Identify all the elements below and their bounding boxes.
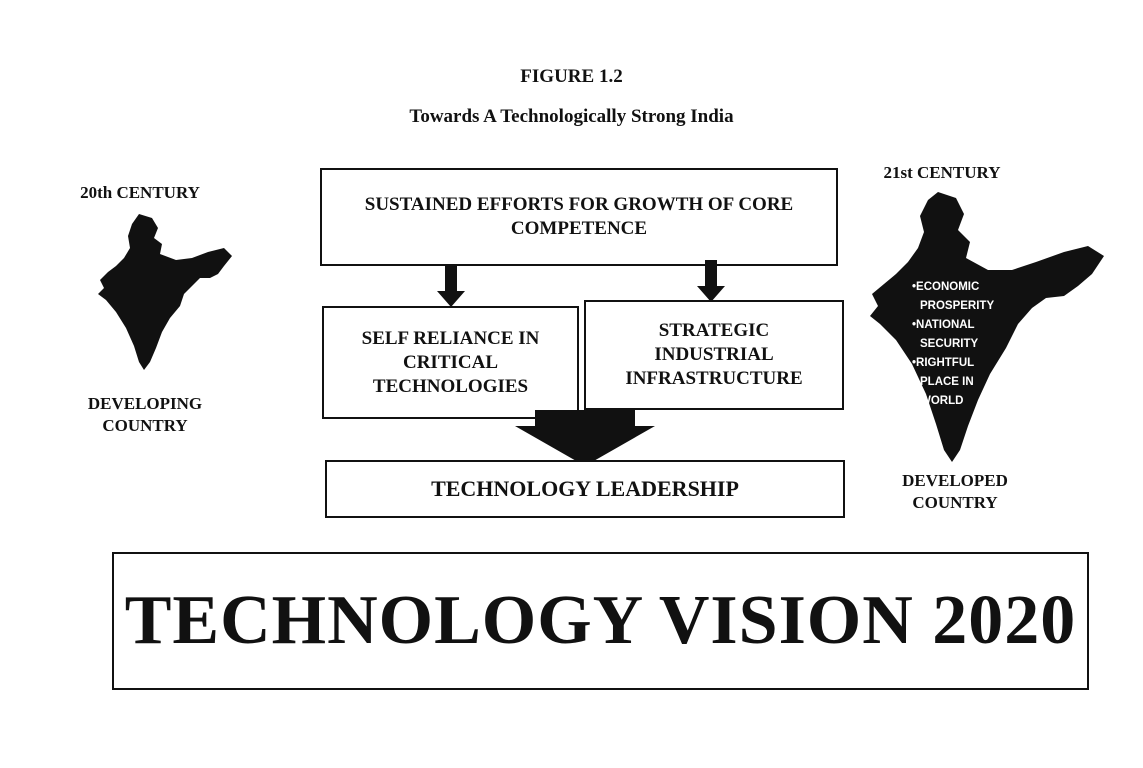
right-status-line2: COUNTRY — [912, 493, 998, 512]
right-bullet-list: •ECONOMIC PROSPERITY •NATIONAL SECURITY … — [912, 278, 994, 411]
core-competence-line1: SUSTAINED EFFORTS FOR GROWTH OF CORE — [364, 194, 794, 215]
self-reliance-line1: SELF RELIANCE IN — [361, 327, 540, 349]
right-era-label: 21st CENTURY — [883, 163, 1001, 182]
core-competence-line2: COMPETENCE — [510, 218, 648, 239]
right-status-line1: DEVELOPED — [902, 471, 1008, 490]
figure-label: FIGURE 1.2 — [520, 66, 623, 87]
technology-leadership-label: TECHNOLOGY LEADERSHIP — [431, 476, 739, 501]
arrow-down-icon — [515, 410, 655, 471]
bullet-line: •NATIONAL — [912, 319, 975, 331]
india-map-icon — [92, 212, 242, 382]
vision-banner: TECHNOLOGY VISION 2020 — [112, 552, 1089, 690]
core-competence-box: SUSTAINED EFFORTS FOR GROWTH OF CORE COM… — [320, 168, 838, 266]
left-status-line2: COUNTRY — [102, 416, 188, 435]
arrow-down-icon — [697, 260, 725, 307]
bullet-line: •RIGHTFUL — [912, 357, 975, 369]
strategic-line2: INDUSTRIAL — [654, 344, 774, 365]
bullet-line: •ECONOMIC — [912, 281, 980, 293]
strategic-infrastructure-box: STRATEGIC INDUSTRIAL INFRASTRUCTURE — [584, 300, 844, 410]
technology-leadership-box: TECHNOLOGY LEADERSHIP — [325, 460, 845, 518]
bullet-line: SECURITY — [920, 338, 979, 350]
strategic-line3: INFRASTRUCTURE — [625, 368, 803, 389]
bullet-line: PROSPERITY — [920, 300, 995, 312]
self-reliance-box: SELF RELIANCE IN CRITICAL TECHNOLOGIES — [322, 306, 579, 419]
figure-subtitle: Towards A Technologically Strong India — [409, 106, 734, 127]
bullet-line: WORLD — [920, 395, 964, 407]
self-reliance-line3: TECHNOLOGIES — [372, 375, 529, 397]
left-era-label: 20th CENTURY — [80, 183, 200, 202]
left-status-line1: DEVELOPING — [87, 394, 203, 413]
india-map-icon — [868, 188, 1113, 473]
self-reliance-line2: CRITICAL — [402, 351, 499, 373]
bullet-line: PLACE IN — [920, 376, 974, 388]
vision-title: TECHNOLOGY VISION 2020 — [124, 582, 1077, 659]
arrow-down-icon — [437, 265, 465, 312]
strategic-line1: STRATEGIC — [658, 320, 770, 341]
